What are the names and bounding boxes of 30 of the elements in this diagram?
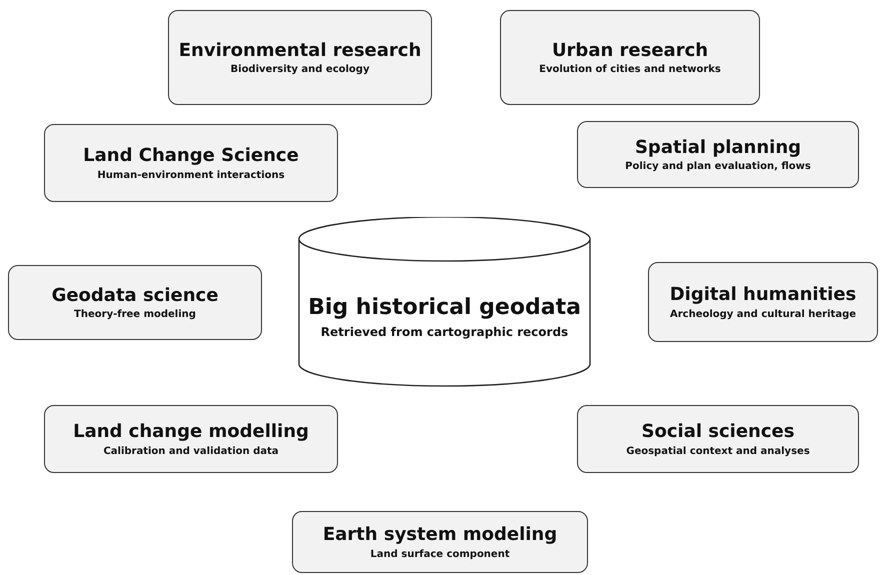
- box-subtitle: Theory-free modeling: [74, 309, 196, 320]
- box-heading: Earth system modeling: [322, 524, 558, 546]
- box-subtitle: Human-environment interactions: [97, 170, 285, 181]
- data-cylinder: [298, 217, 591, 387]
- box-heading: Spatial planning: [634, 136, 802, 158]
- box-subtitle: Evolution of cities and networks: [539, 64, 721, 76]
- box-subtitle: Biodiversity and ecology: [230, 64, 370, 76]
- box-heading: Urban research: [552, 40, 708, 62]
- box-heading: Geodata science: [52, 284, 218, 306]
- topic-box: [648, 262, 878, 342]
- box-subtitle: Retrieved from cartographic records: [320, 324, 568, 339]
- topic-box: [44, 124, 338, 202]
- topic-box: [292, 511, 588, 573]
- box-heading: Land change modelling: [73, 421, 309, 443]
- topic-box: [8, 265, 262, 340]
- box-heading: Digital humanities: [670, 284, 856, 306]
- box-subtitle: Calibration and validation data: [103, 446, 279, 457]
- topic-box: [577, 405, 859, 473]
- box-subtitle: Land surface component: [370, 548, 510, 560]
- box-heading: Social sciences: [642, 421, 794, 443]
- topic-box: [500, 10, 760, 105]
- box-heading: Environmental research: [178, 40, 422, 62]
- box-subtitle: Policy and plan evaluation, flows: [625, 161, 811, 172]
- topic-box: [577, 121, 859, 188]
- box-subtitle: Geospatial context and analyses: [626, 446, 810, 457]
- topic-box: [44, 405, 338, 473]
- topic-box: [168, 10, 432, 105]
- box-heading: Land Change Science: [83, 145, 299, 167]
- box-heading: Big historical geodata: [308, 295, 581, 322]
- box-subtitle: Archeology and cultural heritage: [670, 308, 856, 320]
